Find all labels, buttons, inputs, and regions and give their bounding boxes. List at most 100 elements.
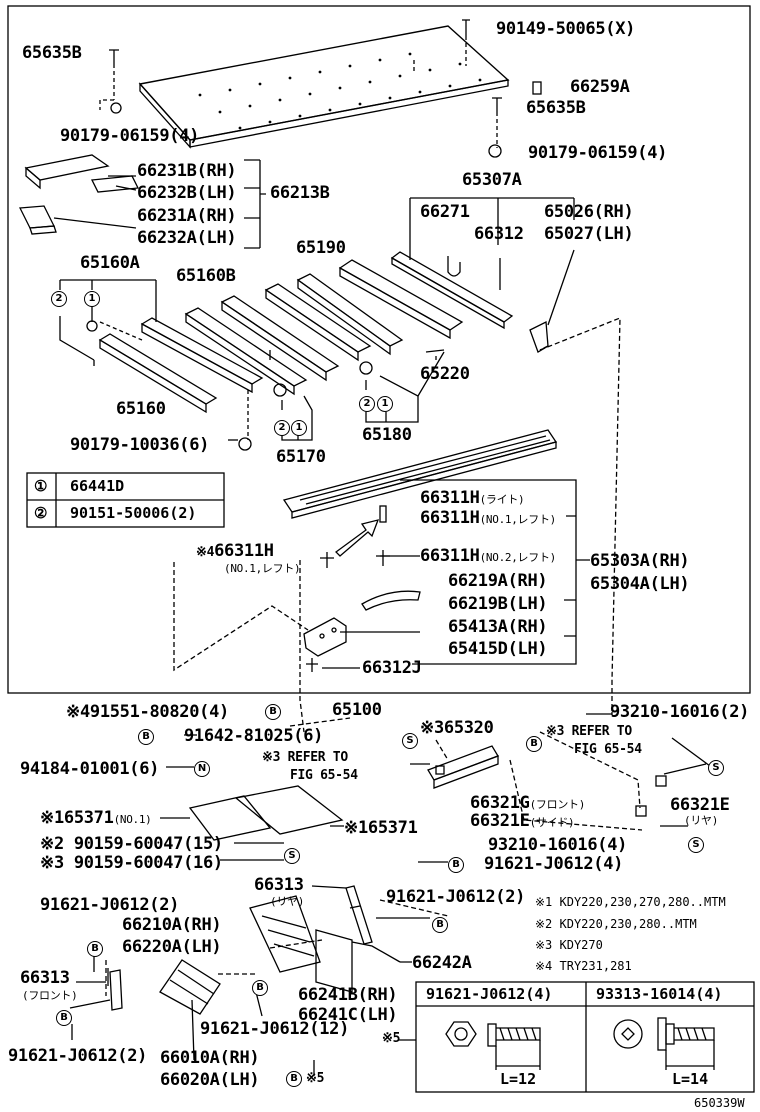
part-label: 66321E(サイド)	[470, 811, 575, 831]
part-label: 91621-J0612(4)	[484, 854, 624, 874]
part-label: 66312	[474, 224, 524, 244]
part-label: 66241B(RH)	[298, 985, 398, 1005]
part-label: 93210-16016(4)	[488, 835, 628, 855]
marker-2: 2	[359, 396, 375, 412]
part-label: 66219A(RH)	[448, 571, 548, 591]
part-label: ※165371	[344, 818, 418, 838]
part-label: ※491551-80820(4)	[66, 702, 229, 722]
marker-1: 1	[84, 291, 100, 307]
part-label: 90179-10036(6)	[70, 435, 210, 455]
part-label: ※2 90159-60047(15)	[40, 834, 223, 854]
part-label: 65304A(LH)	[590, 574, 690, 594]
part-label: 65190	[296, 238, 346, 258]
marker-b: B	[56, 1010, 72, 1026]
part-label: 66321E	[670, 795, 730, 815]
legend-value-2: 90151-50006(2)	[70, 504, 197, 522]
part-label: 65026(RH)	[544, 202, 634, 222]
legend-key-1: ①	[34, 477, 48, 495]
refer-note: ※3 REFER TO	[262, 750, 348, 765]
part-label: 66220A(LH)	[122, 937, 222, 957]
part-sublabel: (フロント)	[22, 989, 78, 1002]
part-label: 94184-01001(6)	[20, 759, 160, 779]
marker-s: S	[688, 837, 704, 853]
part-label: 66312J	[362, 658, 422, 678]
part-label: 65220	[420, 364, 470, 384]
part-label: 66232B(LH)	[137, 183, 237, 203]
part-label: 66232A(LH)	[137, 228, 237, 248]
note-mark: ※5	[382, 1031, 401, 1046]
marker-b: B	[138, 729, 154, 745]
marker-2: 2	[51, 291, 67, 307]
bolt-length-1: L=12	[500, 1070, 537, 1088]
refer-note: FIG 65-54	[574, 742, 642, 757]
part-label: 66242A	[412, 953, 472, 973]
applicability-note: ※4 TRY231,281	[535, 959, 632, 973]
part-sublabel: (リヤ)	[270, 895, 305, 908]
legend-table-lines	[26, 472, 225, 528]
part-label: 91621-J0612(2)	[40, 895, 180, 915]
legend-key-2: ②	[34, 504, 48, 522]
marker-b: B	[286, 1071, 302, 1087]
part-label: 66311H(NO.1,レフト)	[420, 508, 556, 528]
part-label: 66311H(ライト)	[420, 488, 525, 508]
marker-b: B	[526, 736, 542, 752]
part-label: 65307A	[462, 170, 522, 190]
part-label: 66020A(LH)	[160, 1070, 260, 1090]
bracket-plates	[303, 590, 421, 672]
part-label: 66311H(NO.2,レフト)	[420, 546, 556, 566]
part-label: ※466311H	[196, 541, 274, 561]
part-label: 66321G(フロント)	[470, 793, 586, 813]
marker-2: 2	[274, 420, 290, 436]
part-label: 91621-J0612(2)	[386, 887, 526, 907]
part-label: 66231B(RH)	[137, 161, 237, 181]
side-brackets	[18, 154, 140, 235]
part-label: ※3 90159-60047(16)	[40, 853, 223, 873]
main-frame	[7, 5, 751, 694]
applicability-note: ※2 KDY220,230,280..MTM	[535, 917, 697, 931]
floor-panel	[138, 25, 510, 149]
part-label: 65100	[332, 700, 382, 720]
part-label: 66010A(RH)	[160, 1048, 260, 1068]
part-label: 66210A(RH)	[122, 915, 222, 935]
leader-lines-lower	[322, 555, 420, 669]
part-sublabel: (リヤ)	[684, 814, 719, 827]
part-label: 65635B	[22, 43, 82, 63]
part-label: 66219B(LH)	[448, 594, 548, 614]
bracket-65303a	[400, 479, 590, 665]
bracket-ticks	[564, 515, 576, 637]
part-label: 66231A(RH)	[137, 206, 237, 226]
legend-value-1: 66441D	[70, 477, 125, 495]
bolt-table-header-2: 93313-16014(4)	[596, 985, 723, 1003]
part-label: 66259A	[570, 77, 630, 97]
cross-members	[98, 251, 549, 414]
part-label: 66241C(LH)	[298, 1005, 398, 1025]
part-label: 91621-J0612(12)	[200, 1019, 350, 1039]
marker-b: B	[87, 941, 103, 957]
part-label: 65160	[116, 399, 166, 419]
marker-1: 1	[377, 396, 393, 412]
marker-s: S	[708, 760, 724, 776]
runner-rail	[282, 429, 558, 568]
part-label: ※165371(NO.1)	[40, 808, 152, 828]
bolt-table-header-1: 91621-J0612(4)	[426, 985, 553, 1003]
marker-s: S	[284, 848, 300, 864]
part-label: 65160B	[176, 266, 236, 286]
part-label: 65027(LH)	[544, 224, 634, 244]
part-label: 65303A(RH)	[590, 551, 690, 571]
marker-b: B	[265, 704, 281, 720]
part-label: 90179-06159(4)	[60, 126, 200, 146]
part-label: 66313	[20, 968, 70, 988]
tree-65307a	[409, 197, 575, 260]
part-label: 65180	[362, 425, 412, 445]
note-mark: ※5	[306, 1071, 325, 1086]
marker-1: 1	[291, 420, 307, 436]
part-label: 90179-06159(4)	[528, 143, 668, 163]
part-label: ※365320	[420, 718, 494, 738]
part-label: 65635B	[526, 98, 586, 118]
marker-n: N	[194, 761, 210, 777]
part-label: 66213B	[270, 183, 330, 203]
part-label: 90149-50065(X)	[496, 19, 636, 39]
tree-65170-65180	[273, 349, 445, 441]
